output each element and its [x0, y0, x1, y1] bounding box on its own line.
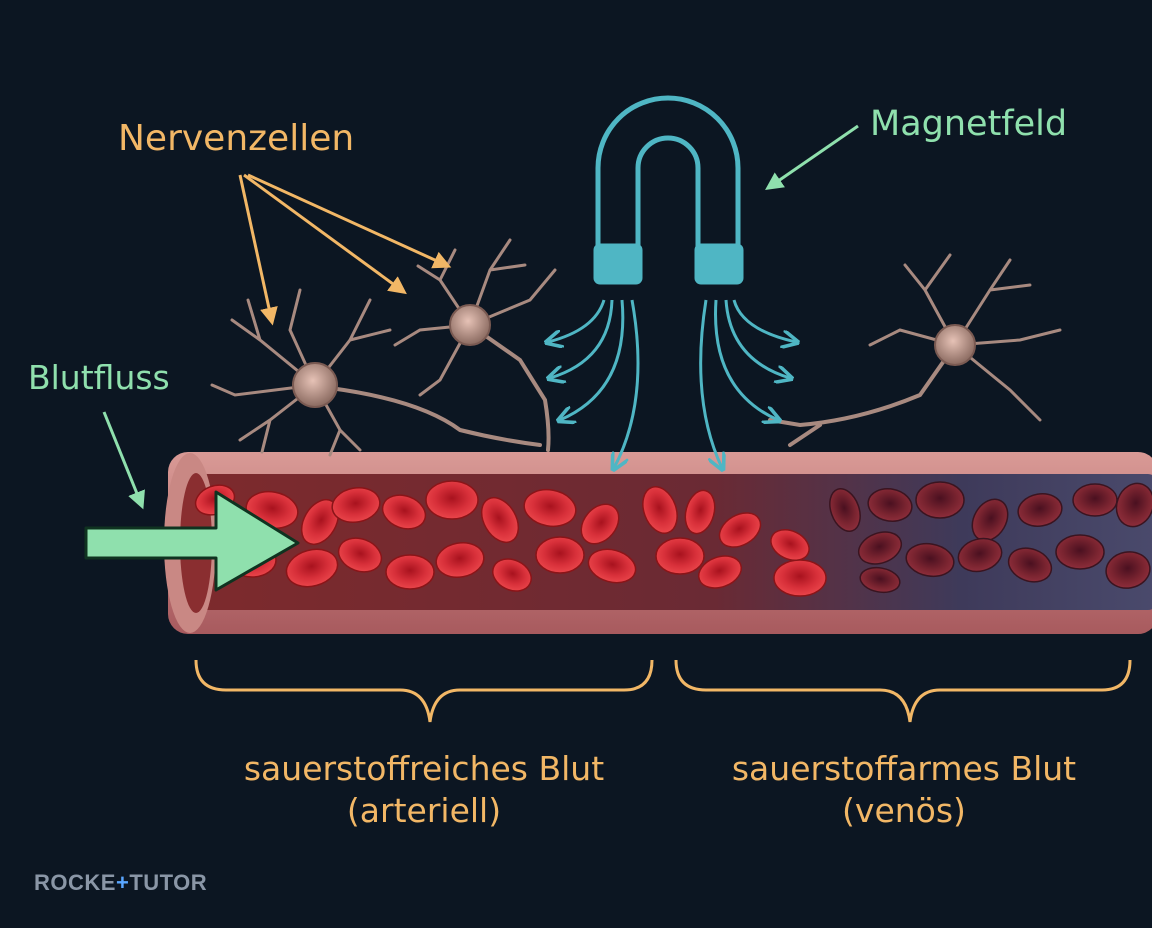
- arterial-caption-line1: sauerstoffreiches Blut: [243, 749, 605, 788]
- oxygenated-red-blood-cell: [425, 480, 479, 520]
- neuron-right-soma: [934, 324, 976, 366]
- logo-text-2: TUTOR: [129, 870, 208, 895]
- oxygenated-red-blood-cell: [381, 494, 427, 530]
- oxygenated-red-blood-cell: [300, 498, 340, 546]
- deoxygenated-red-blood-cell: [1007, 547, 1053, 583]
- arterial-caption-line2: (arteriell): [346, 791, 502, 830]
- oxygenated-red-blood-cell: [285, 548, 339, 588]
- neuron-left-soma: [292, 362, 338, 408]
- deoxygenated-red-blood-cell: [867, 488, 913, 522]
- magnetic-field-label: Magnetfeld: [870, 104, 1068, 144]
- deoxygenated-red-blood-cell: [1055, 534, 1105, 570]
- logo-text-1: ROCKE: [34, 870, 116, 895]
- magnetic-field-lines: [548, 299, 796, 468]
- oxygenated-red-blood-cell: [492, 558, 532, 592]
- logo-plus: +: [115, 870, 130, 895]
- oxygenated-red-blood-cell: [655, 537, 705, 575]
- oxygenated-red-blood-cell: [580, 503, 620, 545]
- oxygenated-red-blood-cell: [480, 496, 520, 544]
- arterial-caption: sauerstoffreiches Blut (arteriell): [196, 748, 652, 832]
- nerve-cell-pointers: [238, 173, 452, 326]
- nerve-cells-label: Nervenzellen: [118, 118, 355, 159]
- deoxygenated-red-blood-cell: [1017, 493, 1063, 527]
- neuron-middle-icon: [393, 238, 557, 452]
- oxygenated-red-blood-cell: [718, 512, 762, 548]
- deoxygenated-red-blood-cell: [1072, 483, 1118, 517]
- oxygenated-red-blood-cell: [697, 555, 743, 589]
- oxygenated-red-blood-cell: [642, 486, 678, 534]
- oxygenated-red-blood-cell: [535, 536, 585, 574]
- oxygenated-red-blood-cell: [331, 486, 381, 524]
- logo: ROCKE+TUTOR: [34, 870, 207, 896]
- blood-flow-pointer: [102, 411, 145, 510]
- venous-caption-line2: (venös): [842, 791, 966, 830]
- horseshoe-magnet-icon: [593, 95, 744, 285]
- neuron-right-icon: [768, 253, 1062, 447]
- magnet-pole-right: [694, 243, 744, 285]
- flow-arrow-icon: [84, 490, 300, 592]
- oxygenated-red-blood-cell: [684, 489, 716, 535]
- oxygenated-red-blood-cell: [435, 541, 485, 579]
- deoxygenated-red-blood-cell: [1105, 551, 1151, 589]
- oxygenated-red-blood-cell: [587, 548, 637, 584]
- deoxygenated-red-blood-cell: [829, 488, 861, 532]
- deoxygenated-red-blood-cell: [915, 481, 965, 519]
- oxygenated-red-blood-cell: [773, 559, 827, 597]
- arterial-brace: [194, 659, 654, 723]
- oxygenated-red-blood-cell: [523, 488, 577, 528]
- oxygenated-red-blood-cell: [337, 537, 383, 573]
- venous-caption-line1: sauerstoffarmes Blut: [731, 749, 1077, 788]
- deoxygenated-red-blood-cell: [859, 566, 901, 594]
- neuron-left-icon: [210, 288, 542, 457]
- deoxygenated-red-blood-cell: [857, 531, 903, 565]
- oxygenated-red-blood-cell: [770, 529, 810, 561]
- deoxygenated-red-blood-cell: [905, 542, 955, 578]
- neuron-middle-soma: [449, 304, 491, 346]
- venous-caption: sauerstoffarmes Blut (venös): [676, 748, 1132, 832]
- magnetic-field-pointer: [765, 124, 859, 191]
- venous-brace: [674, 659, 1132, 723]
- magnet-pole-left: [593, 243, 643, 285]
- red-blood-cells: [194, 480, 1152, 597]
- deoxygenated-red-blood-cell: [957, 537, 1003, 573]
- blood-flow-label: Blutfluss: [28, 358, 170, 397]
- oxygenated-red-blood-cell: [385, 554, 435, 590]
